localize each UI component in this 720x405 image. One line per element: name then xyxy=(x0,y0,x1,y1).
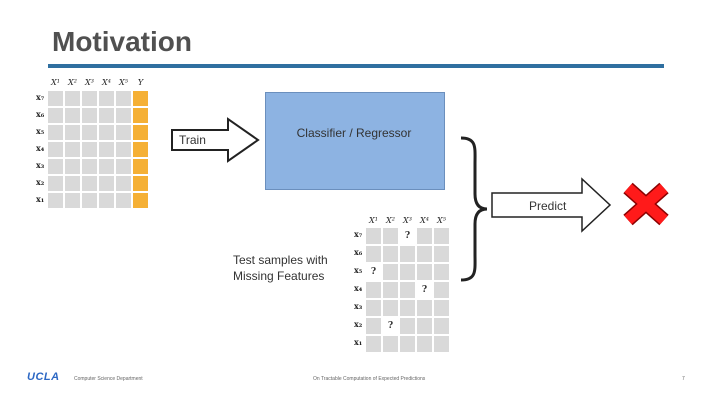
train-table-header: X¹ X² X³ X⁴ X⁵ Y xyxy=(48,78,148,87)
model-box xyxy=(265,92,445,190)
column-header: X⁵ xyxy=(437,216,446,225)
missing-value: ? xyxy=(383,318,398,334)
slide-title: Motivation xyxy=(52,26,192,57)
right-arrow-icon xyxy=(171,117,260,163)
predict-label: Predict xyxy=(529,199,567,213)
test-table: ? ? ? ? xyxy=(366,228,449,352)
red-cross-icon xyxy=(623,182,669,226)
test-table-row-labels: x₇ x₆ x₅ x₄ x₃ x₂ x₁ xyxy=(354,229,362,355)
test-table-header: X¹ X² X³ X⁴ X⁵ xyxy=(366,216,449,225)
row-label: x₆ xyxy=(36,109,45,119)
column-header: X¹ xyxy=(369,216,378,225)
column-header: X⁴ xyxy=(102,78,111,87)
row-label: x₅ xyxy=(36,126,45,136)
row-label: x₇ xyxy=(36,92,45,102)
column-header: X⁴ xyxy=(420,216,429,225)
column-header: X³ xyxy=(403,216,412,225)
footer-title: On Tractable Computation of Expected Pre… xyxy=(313,376,426,382)
row-label: x₄ xyxy=(36,143,45,153)
missing-value: ? xyxy=(400,228,415,244)
row-label: x₂ xyxy=(36,177,45,187)
row-label: x₁ xyxy=(36,194,45,204)
column-header: X² xyxy=(68,78,77,87)
row-label: x₄ xyxy=(354,283,363,293)
column-header: X² xyxy=(386,216,395,225)
test-label-line1: Test samples with xyxy=(233,253,328,267)
column-header: X³ xyxy=(85,78,94,87)
right-arrow-icon xyxy=(491,177,612,233)
column-header: Y xyxy=(137,78,144,87)
title-rule xyxy=(48,64,664,68)
row-label: x₃ xyxy=(36,160,45,170)
right-brace-icon xyxy=(460,136,488,282)
row-label: x₆ xyxy=(354,247,363,257)
column-header: X⁵ xyxy=(119,78,128,87)
ucla-logo: UCLA xyxy=(27,371,60,383)
row-label: x₂ xyxy=(354,319,363,329)
model-label: Classifier / Regressor xyxy=(296,126,412,140)
missing-value: ? xyxy=(366,264,381,280)
train-table xyxy=(48,91,148,208)
column-header: X¹ xyxy=(51,78,60,87)
row-label: x₅ xyxy=(354,265,363,275)
train-label: Train xyxy=(179,133,206,147)
row-label: x₁ xyxy=(354,337,363,347)
row-label: x₇ xyxy=(354,229,363,239)
train-table-row-labels: x₇ x₆ x₅ x₄ x₃ x₂ x₁ xyxy=(36,92,44,211)
page-number: 7 xyxy=(682,376,685,382)
test-label-line2: Missing Features xyxy=(233,269,325,283)
footer-department: Computer Science Department xyxy=(74,376,143,382)
missing-value: ? xyxy=(417,282,432,298)
row-label: x₃ xyxy=(354,301,363,311)
